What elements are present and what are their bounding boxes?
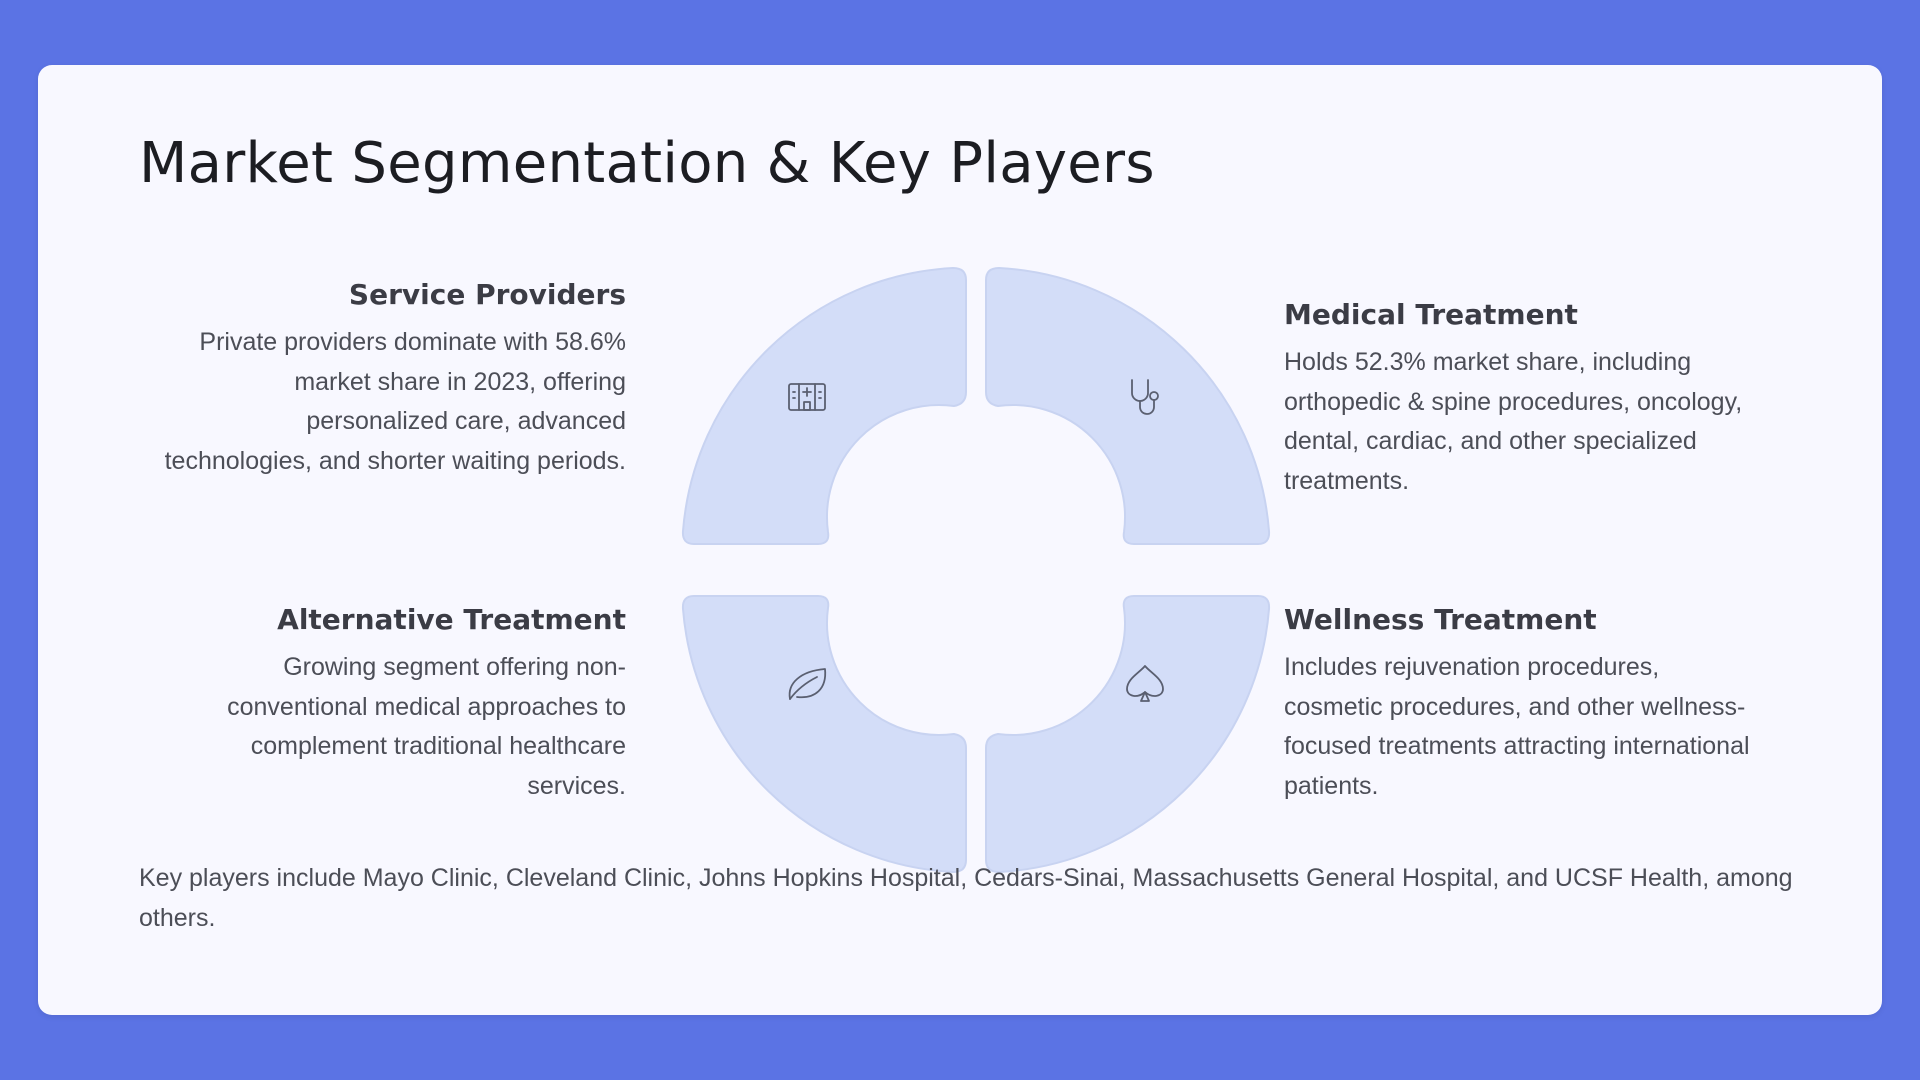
- wellness-treatment-block: Wellness Treatment Includes rejuvenation…: [1284, 602, 1754, 806]
- stethoscope-icon: [1131, 379, 1159, 415]
- page-title: Market Segmentation & Key Players: [139, 131, 1155, 196]
- hospital-icon: [788, 383, 826, 411]
- alternative-treatment-description: Growing segment offering non-conventiona…: [227, 653, 626, 800]
- medical-treatment-block: Medical Treatment Holds 52.3% market sha…: [1284, 297, 1754, 501]
- service-providers-block: Service Providers Private providers domi…: [156, 277, 626, 481]
- slide-card: Market Segmentation & Key Players Servic…: [38, 65, 1882, 1015]
- medical-treatment-heading: Medical Treatment: [1284, 298, 1578, 331]
- segment-quadrant-wellness-treatment: [985, 595, 1271, 874]
- alternative-treatment-heading: Alternative Treatment: [277, 603, 626, 636]
- service-providers-description: Private providers dominate with 58.6% ma…: [164, 328, 626, 475]
- segmentation-ring-diagram: [681, 266, 1271, 874]
- key-players-note: Key players include Mayo Clinic, Clevela…: [139, 864, 1793, 932]
- segment-quadrant-medical-treatment: [985, 266, 1271, 545]
- service-providers-heading: Service Providers: [348, 278, 626, 311]
- segment-quadrant-alternative-treatment: [681, 595, 967, 874]
- wellness-treatment-heading: Wellness Treatment: [1284, 603, 1597, 636]
- leaf-icon: [788, 668, 827, 700]
- spade-icon: [1126, 665, 1164, 702]
- alternative-treatment-block: Alternative Treatment Growing segment of…: [156, 602, 626, 806]
- wellness-treatment-description: Includes rejuvenation procedures, cosmet…: [1284, 653, 1750, 800]
- medical-treatment-description: Holds 52.3% market share, including orth…: [1284, 348, 1743, 495]
